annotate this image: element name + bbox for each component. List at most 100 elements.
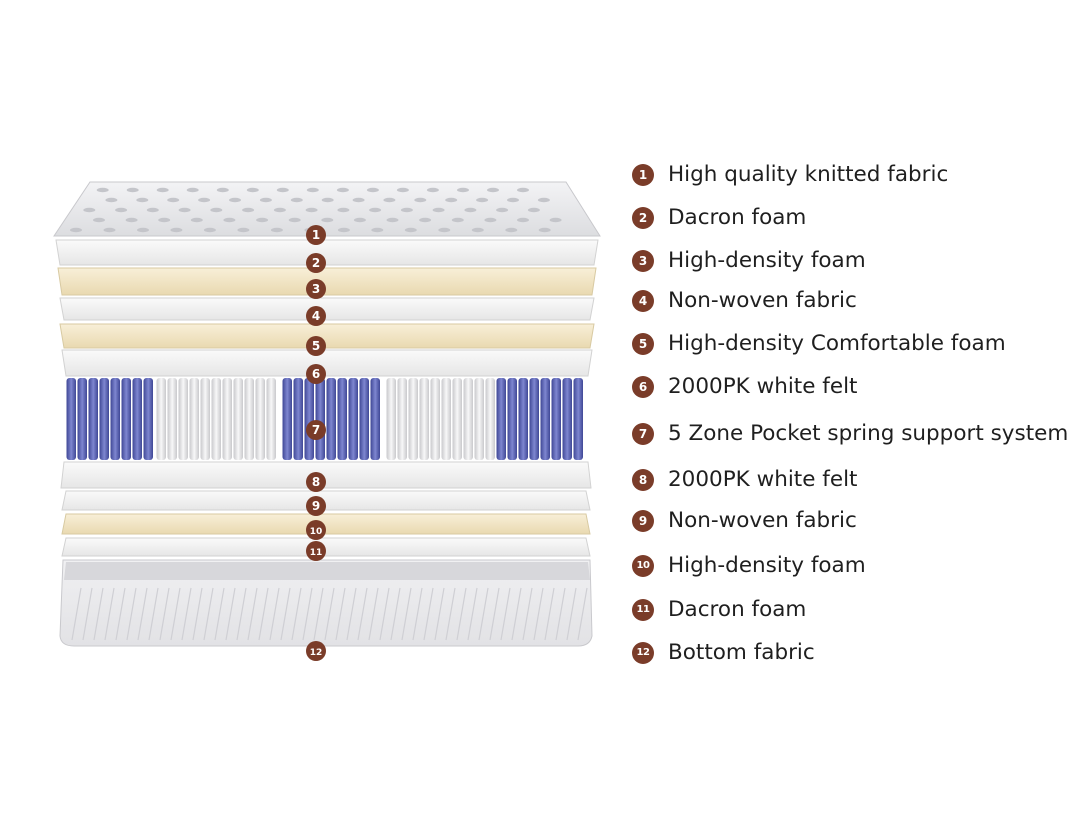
quilt-stripe bbox=[192, 587, 203, 641]
quilt-dot bbox=[366, 187, 379, 193]
quilt-stripe bbox=[104, 587, 115, 641]
layer-marker: 12 bbox=[306, 641, 326, 661]
legend-label: Bottom fabric bbox=[668, 640, 815, 665]
quilt-stripe bbox=[71, 587, 82, 641]
spring-pocket-white bbox=[178, 378, 188, 460]
layer-non-woven-fabric-upper bbox=[59, 297, 595, 321]
marker-number: 1 bbox=[312, 228, 320, 242]
legend-number-badge: 2 bbox=[632, 206, 654, 229]
layer-marker: 11 bbox=[306, 541, 326, 561]
spring-pocket-blue bbox=[110, 378, 120, 460]
spring-pocket-blue bbox=[370, 378, 380, 460]
quilt-dot bbox=[83, 207, 96, 213]
quilt-stripe bbox=[379, 587, 390, 641]
quilt-stripe bbox=[401, 587, 412, 641]
top-quilt-pattern bbox=[70, 187, 562, 233]
marker-number: 7 bbox=[312, 423, 320, 437]
spring-pocket-blue bbox=[359, 378, 369, 460]
quilt-stripe bbox=[126, 587, 137, 641]
marker-badge bbox=[306, 420, 326, 440]
quilt-stripe bbox=[412, 587, 423, 641]
legend-label: 2000PK white felt bbox=[668, 467, 858, 492]
quilt-stripe bbox=[511, 587, 522, 641]
quilt-dot bbox=[321, 217, 334, 223]
spring-pocket-blue bbox=[507, 378, 517, 460]
quilt-dot bbox=[457, 187, 469, 193]
spring-pocket-white bbox=[189, 378, 199, 460]
quilt-dot bbox=[404, 227, 417, 233]
quilt-dot bbox=[432, 207, 445, 213]
marker-badge bbox=[306, 520, 326, 540]
legend-number-badge: 11 bbox=[632, 598, 654, 621]
quilt-dot bbox=[273, 207, 286, 213]
layer-marker: 3 bbox=[306, 279, 326, 299]
quilt-stripe bbox=[500, 587, 511, 641]
quilt-stripe bbox=[214, 587, 225, 641]
quilt-dot bbox=[242, 207, 255, 213]
quilt-dot bbox=[288, 217, 301, 223]
spring-pocket-blue bbox=[348, 378, 358, 460]
legend-number-badge: 3 bbox=[632, 249, 654, 272]
quilt-dot bbox=[137, 227, 149, 233]
quilt-dot bbox=[290, 197, 303, 203]
quilt-dot bbox=[549, 217, 562, 223]
spring-pocket-blue bbox=[518, 378, 528, 460]
spring-pocket-blue bbox=[282, 378, 292, 460]
spring-pocket-blue bbox=[551, 378, 561, 460]
marker-number: 10 bbox=[310, 527, 323, 537]
quilt-dot bbox=[158, 217, 171, 223]
marker-badge bbox=[306, 641, 326, 661]
layer-marker: 9 bbox=[306, 496, 326, 516]
layer-marker: 4 bbox=[306, 306, 326, 326]
legend-number-badge: 12 bbox=[632, 641, 654, 664]
spring-pocket-blue bbox=[77, 378, 87, 460]
quilt-stripe bbox=[269, 587, 280, 641]
quilt-stripe bbox=[445, 587, 456, 641]
quilt-dot bbox=[125, 217, 138, 223]
layer-marker: 5 bbox=[306, 336, 326, 356]
spring-pocket-white bbox=[167, 378, 177, 460]
quilt-dot bbox=[451, 217, 464, 223]
quilt-stripe bbox=[203, 587, 214, 641]
marker-badge bbox=[306, 472, 326, 492]
quilt-stripe bbox=[335, 587, 346, 641]
quilt-dot bbox=[70, 227, 82, 233]
marker-number: 5 bbox=[312, 339, 320, 353]
spring-pocket-white bbox=[397, 378, 407, 460]
spring-pocket-white bbox=[485, 378, 495, 460]
quilt-dot bbox=[438, 227, 451, 233]
quilt-stripe bbox=[236, 587, 247, 641]
quilt-stripe bbox=[82, 587, 93, 641]
quilt-dot bbox=[426, 187, 439, 193]
quilt-stripe bbox=[302, 587, 313, 641]
spring-pocket-blue bbox=[562, 378, 572, 460]
spring-pocket-blue bbox=[326, 378, 336, 460]
quilt-dot bbox=[170, 227, 183, 233]
spring-pocket-blue bbox=[540, 378, 550, 460]
quilt-dot bbox=[396, 187, 409, 193]
marker-number: 4 bbox=[312, 309, 320, 323]
quilt-dot bbox=[167, 197, 180, 203]
quilt-stripe bbox=[313, 587, 324, 641]
marker-badge bbox=[306, 279, 326, 299]
spring-pocket-white bbox=[156, 378, 166, 460]
quilt-dot bbox=[93, 217, 105, 223]
quilt-dot bbox=[216, 187, 229, 193]
spring-pocket-white bbox=[222, 378, 232, 460]
legend-label: High-density foam bbox=[668, 553, 866, 578]
quilt-stripe bbox=[555, 587, 566, 641]
quilt-stripe bbox=[291, 587, 302, 641]
quilt-dot bbox=[527, 207, 540, 213]
quilt-dot bbox=[507, 197, 519, 203]
quilt-dot bbox=[353, 217, 366, 223]
quilt-stripe bbox=[489, 587, 500, 641]
quilt-stripe bbox=[368, 587, 379, 641]
quilt-stripe bbox=[478, 587, 489, 641]
spring-pocket-blue bbox=[143, 378, 153, 460]
spring-pocket-white bbox=[244, 378, 254, 460]
